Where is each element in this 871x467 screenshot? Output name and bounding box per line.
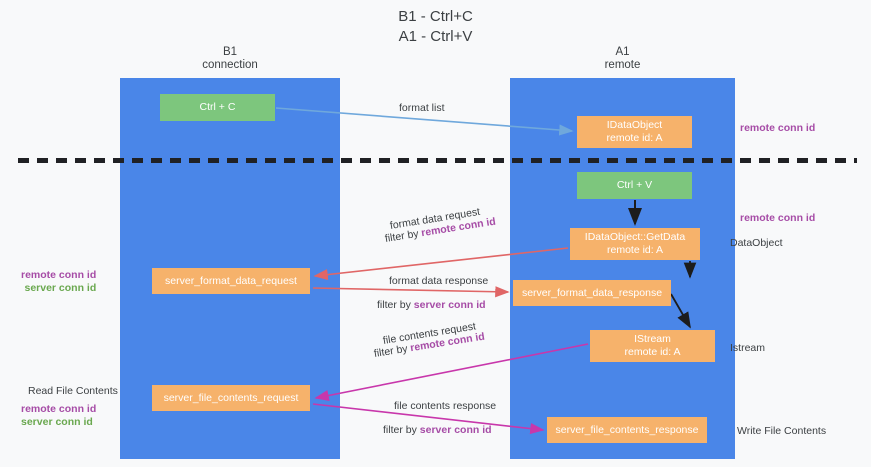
- lane-header-a1: A1 remote: [510, 46, 735, 72]
- node-server-file-contents-response-label: server_file_contents_response: [555, 423, 699, 436]
- lane-a1-name: A1: [615, 46, 630, 58]
- node-getdata-remote-id: remote id: A: [606, 244, 664, 256]
- annotation-right-remote-conn-id-mid: remote conn id: [740, 212, 815, 225]
- annotation-right-dataobject: DataObject: [730, 237, 783, 250]
- edge-label-format-list: format list: [399, 102, 445, 114]
- annotation-server-conn-id: server conn id: [24, 282, 97, 294]
- filter-key-server-conn-id: server conn id: [419, 424, 492, 436]
- title-line-2: A1 - Ctrl+V: [398, 28, 473, 45]
- edge-format-data-response: [312, 286, 510, 298]
- lane-header-b1: B1 connection: [120, 46, 340, 72]
- annotation-istream-label: Istream: [730, 342, 766, 354]
- node-ctrl-v-label: Ctrl + V: [616, 179, 653, 191]
- node-istream[interactable]: IStream remote id: A: [590, 330, 715, 362]
- annotation-right-istream: Istream: [730, 342, 765, 355]
- title-line-1: B1 - Ctrl+C: [398, 8, 473, 25]
- annotation-remote-conn-id: remote conn id: [21, 403, 97, 415]
- page-title: B1 - Ctrl+C A1 - Ctrl+V: [0, 7, 871, 47]
- node-getdata-label: IDataObject::GetData: [584, 231, 686, 243]
- annotation-left-conn-ids-mid: remote conn id server conn id: [21, 269, 96, 295]
- node-ctrl-c-label: Ctrl + C: [199, 101, 236, 113]
- node-idataobject-getdata[interactable]: IDataObject::GetData remote id: A: [570, 228, 700, 260]
- node-server-file-contents-request-label: server_file_contents_request: [163, 391, 299, 404]
- node-ctrl-v[interactable]: Ctrl + V: [577, 172, 692, 199]
- filter-prefix: filter by: [373, 342, 412, 360]
- lane-a1-role: remote: [604, 59, 641, 71]
- annotation-right-remote-conn-id-top: remote conn id: [740, 122, 815, 135]
- lane-b1-name: B1: [222, 46, 238, 58]
- annotation-left-conn-ids-bottom: remote conn id server conn id: [21, 403, 96, 429]
- node-ctrl-c[interactable]: Ctrl + C: [160, 94, 275, 121]
- edge-label-format-data-response: format data response: [389, 275, 489, 287]
- node-idataobject-label: IDataObject: [606, 119, 663, 131]
- annotation-write-file-contents-label: Write File Contents: [737, 425, 827, 437]
- node-server-format-data-request[interactable]: server_format_data_request: [152, 268, 310, 294]
- node-server-format-data-response[interactable]: server_format_data_response: [513, 280, 671, 306]
- node-server-file-contents-response[interactable]: server_file_contents_response: [547, 417, 707, 443]
- node-server-file-contents-request[interactable]: server_file_contents_request: [152, 385, 310, 411]
- node-server-format-data-response-label: server_format_data_response: [521, 286, 663, 299]
- node-server-format-data-request-label: server_format_data_request: [165, 274, 297, 287]
- edge-label-file-contents-response: file contents response: [394, 400, 497, 412]
- edge-label-file-contents-response-filter: filter by server conn id: [383, 423, 492, 437]
- filter-key-server-conn-id: server conn id: [413, 299, 486, 311]
- phase-divider: [18, 158, 857, 163]
- filter-prefix: filter by: [383, 424, 420, 436]
- annotation-dataobject-label: DataObject: [730, 237, 783, 249]
- edge-label-format-data-response-filter: filter by server conn id: [377, 298, 486, 312]
- annotation-remote-conn-id: remote conn id: [740, 122, 816, 134]
- node-idataobject[interactable]: IDataObject remote id: A: [577, 116, 692, 148]
- annotation-remote-conn-id: remote conn id: [740, 212, 816, 224]
- node-istream-remote-id: remote id: A: [624, 346, 681, 358]
- annotation-remote-conn-id: remote conn id: [21, 269, 97, 281]
- lane-b1-role: connection: [202, 59, 258, 71]
- annotation-server-conn-id: server conn id: [21, 416, 93, 428]
- annotation-read-file-contents-label: Read File Contents: [28, 385, 118, 397]
- node-idataobject-remote-id: remote id: A: [606, 132, 663, 144]
- filter-prefix: filter by: [377, 299, 414, 311]
- node-istream-label: IStream: [634, 333, 671, 345]
- annotation-right-write-file-contents: Write File Contents: [737, 425, 826, 438]
- annotation-left-read-file-contents: Read File Contents: [28, 385, 118, 398]
